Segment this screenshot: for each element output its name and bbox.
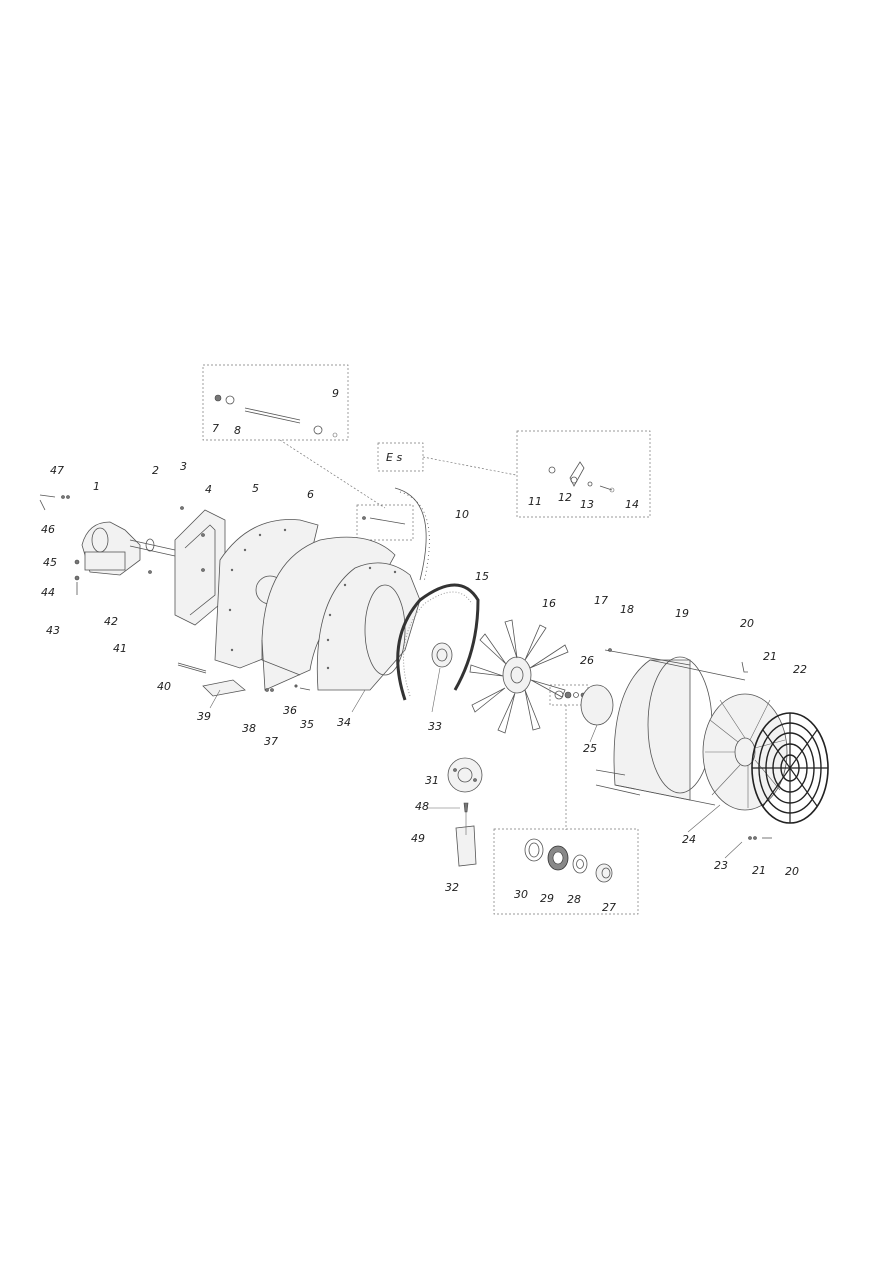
label-21-bottom: 21	[752, 864, 766, 877]
label-30: 30	[514, 888, 528, 901]
label-45: 45	[43, 556, 57, 569]
motor-bracket	[148, 506, 226, 626]
drum-housing-19	[595, 648, 746, 806]
label-5: 5	[252, 482, 259, 495]
label-2: 2	[152, 464, 159, 477]
inset-box-small-center: E s	[356, 442, 517, 541]
pulley-and-guard-parts	[447, 757, 483, 867]
label-7: 7	[212, 422, 219, 435]
inset-box-bearings	[493, 828, 639, 915]
label-38: 38	[242, 722, 256, 735]
label-23: 23	[714, 859, 728, 872]
label-4: 4	[205, 483, 212, 496]
motor-assembly	[39, 494, 176, 595]
label-13: 13	[580, 498, 594, 511]
grille-fasteners	[741, 661, 772, 840]
inset-box-fasteners-right	[516, 430, 651, 518]
cover-disc-25	[580, 684, 614, 726]
label-41: 41	[113, 642, 127, 655]
label-31: 31	[425, 774, 439, 787]
label-44: 44	[41, 586, 55, 599]
part-labels: 47 1 2 3 4 5 6 7 8 9 10 11 12 13 14 15 1…	[41, 387, 807, 914]
label-42: 42	[104, 615, 118, 628]
label-3: 3	[180, 460, 187, 473]
label-14: 14	[625, 498, 639, 511]
svg-text:E s: E s	[386, 451, 402, 464]
label-22: 22	[793, 663, 807, 676]
rubber-seal-15	[396, 583, 480, 701]
label-29: 29	[540, 892, 554, 905]
label-33: 33	[428, 720, 442, 733]
seal-strip-10	[394, 487, 430, 583]
label-6: 6	[307, 488, 314, 501]
label-36: 36	[283, 704, 297, 717]
label-20-bottom: 20	[785, 865, 799, 878]
label-46: 46	[41, 523, 55, 536]
label-39: 39	[197, 710, 211, 723]
label-32: 32	[445, 881, 459, 894]
inlet-ring-plate-34	[316, 562, 421, 691]
leader-lines	[209, 667, 743, 859]
label-37: 37	[264, 735, 278, 748]
label-12: 12	[558, 491, 572, 504]
label-16: 16	[542, 597, 556, 610]
label-18: 18	[620, 603, 634, 616]
label-28: 28	[567, 893, 581, 906]
label-48: 48	[415, 800, 429, 813]
lower-small-parts	[177, 662, 311, 697]
label-47: 47	[50, 464, 64, 477]
label-15: 15	[475, 570, 489, 583]
label-43: 43	[46, 624, 60, 637]
label-1: 1	[93, 480, 100, 493]
impeller-16	[469, 619, 569, 734]
label-19: 19	[675, 607, 689, 620]
label-17: 17	[594, 594, 608, 607]
label-40: 40	[157, 680, 171, 693]
label-24: 24	[682, 833, 696, 846]
hub-33	[431, 642, 453, 668]
guard-grille-22	[751, 712, 829, 824]
label-8: 8	[234, 424, 241, 437]
label-21-top: 21	[763, 650, 777, 663]
guide-vane-ring-24	[702, 693, 788, 811]
inset-box-fasteners-top	[202, 364, 386, 509]
label-25: 25	[583, 742, 597, 755]
label-26: 26	[580, 654, 594, 667]
label-11: 11	[528, 495, 542, 508]
label-27: 27	[602, 901, 616, 914]
label-34: 34	[337, 716, 351, 729]
label-35: 35	[300, 718, 314, 731]
label-20-top: 20	[740, 617, 754, 630]
label-9: 9	[332, 387, 339, 400]
label-10: 10	[455, 508, 469, 521]
label-49: 49	[411, 832, 425, 845]
